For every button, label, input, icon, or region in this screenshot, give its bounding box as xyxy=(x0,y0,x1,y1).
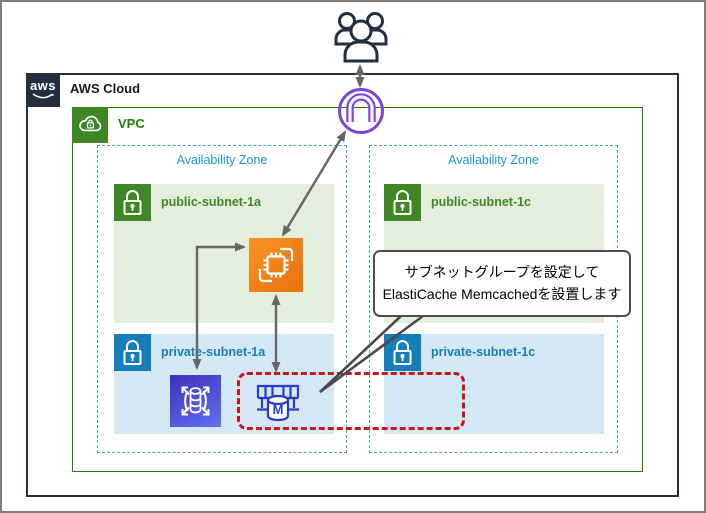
lock-icon xyxy=(393,190,412,215)
vpc-box xyxy=(72,107,643,472)
aws-logo-text: aws xyxy=(29,78,57,93)
users-icon xyxy=(334,12,388,63)
aws-smile-icon xyxy=(32,93,54,99)
lock-icon xyxy=(393,340,412,365)
private-subnet-1c-label: private-subnet-1c xyxy=(431,345,536,359)
private-subnet-icon xyxy=(114,334,151,371)
aws-cloud-label: AWS Cloud xyxy=(70,81,141,96)
availability-zone-2-label: Availability Zone xyxy=(448,153,539,167)
elasticache-memcached-icon: M xyxy=(256,384,300,422)
vpc-icon xyxy=(72,107,108,143)
callout-line-1: サブネットグループを設定して xyxy=(404,264,600,280)
aws-logo: aws xyxy=(26,73,60,107)
private-subnet-icon xyxy=(384,334,421,371)
public-subnet-icon xyxy=(384,184,421,221)
public-subnet-1a-label: public-subnet-1a xyxy=(161,195,262,209)
callout-line-2: ElastiCache Memcachedを設置します xyxy=(382,285,622,302)
callout-note: サブネットグループを設定して ElastiCache Memcachedを設置し… xyxy=(373,250,631,317)
elasticache-icon xyxy=(170,375,221,427)
memcached-highlight-box xyxy=(237,372,465,430)
aws-cloud-box xyxy=(26,73,679,497)
ec2-instance-icon xyxy=(249,238,303,292)
internet-gateway-icon xyxy=(338,88,384,134)
vpc-label: VPC xyxy=(118,116,145,131)
private-subnet-1a-label: private-subnet-1a xyxy=(161,345,266,359)
memcached-letter: M xyxy=(273,402,284,417)
public-subnet-1c-label: public-subnet-1c xyxy=(431,195,532,209)
public-subnet-icon xyxy=(114,184,151,221)
lock-icon xyxy=(123,190,142,215)
availability-zone-1-label: Availability Zone xyxy=(176,153,268,167)
lock-icon xyxy=(123,340,142,365)
